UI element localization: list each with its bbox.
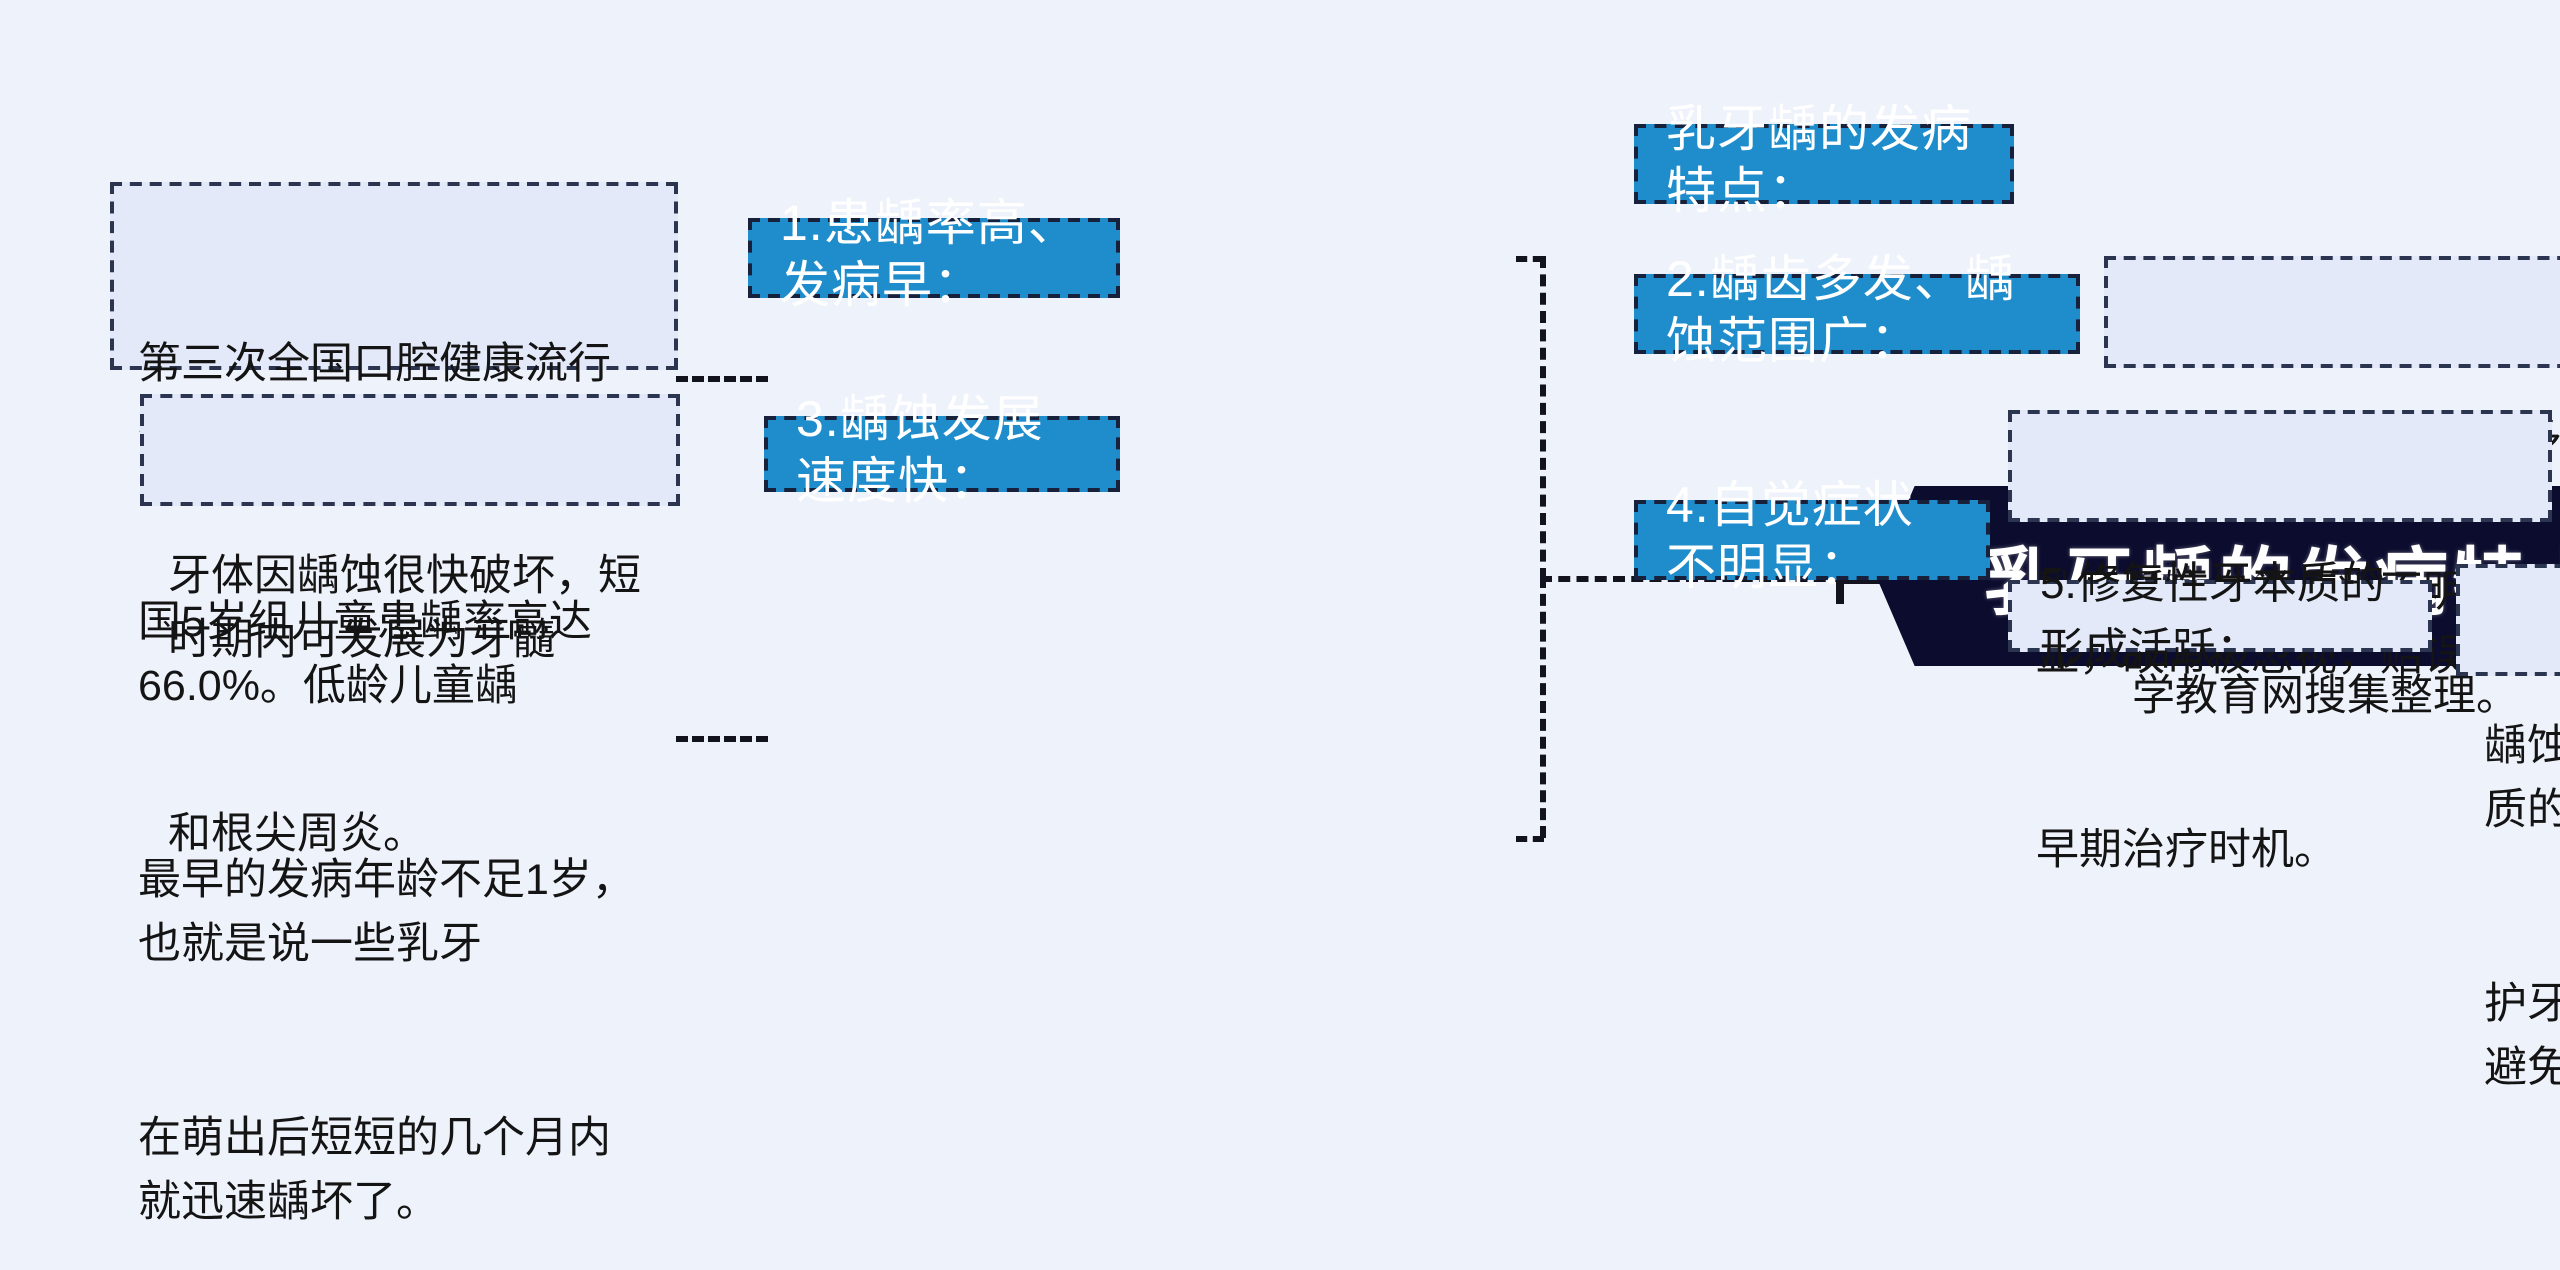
connector-left-spine-top bbox=[1516, 256, 1544, 262]
detail-box-topic-2: 多颗乳牙或一颗牙的多个牙面常同时患龋医 学教育网搜集整理。 bbox=[2104, 256, 2560, 719]
topic-node-3-label: 3.龋蚀发展速度快： bbox=[796, 391, 1044, 511]
topic-node-3[interactable]: 3.龋蚀发展速度快： bbox=[764, 392, 1120, 510]
detail-line: 和根尖周炎。 bbox=[168, 809, 427, 857]
detail-line: 护牙髓，防御细菌感染，避免露髓。 bbox=[2484, 979, 2560, 1092]
topic-node-1-label: 1.患龋率高、发病早： bbox=[780, 195, 1079, 315]
topic-node-title-label: 乳牙龋的发病特点： bbox=[1666, 101, 1973, 221]
connector-topic3-to-detail bbox=[676, 736, 768, 742]
detail-box-topic-4: 乳牙龋病自觉症状不明显，故常被忽视，贻误 早期治疗时机。 bbox=[2008, 410, 2552, 873]
topic-node-4[interactable]: 4.自觉症状不明显： bbox=[1634, 478, 1990, 596]
connector-center-left-stub bbox=[1840, 576, 1884, 584]
detail-box-topic-5: 龋蚀促使乳牙修复性牙本质的形成活跃，能保 护牙髓，防御细菌感染，避免露髓。 bbox=[2456, 564, 2560, 1092]
topic-node-title[interactable]: 乳牙龋的发病特点： bbox=[1634, 102, 2014, 220]
detail-line: 龋蚀促使乳牙修复性牙本质的形成活跃，能保 bbox=[2484, 721, 2560, 834]
detail-line: 早期治疗时机。 bbox=[2036, 825, 2338, 873]
topic-node-5[interactable]: 5.修复性牙本质的形成活跃： bbox=[2008, 558, 2432, 674]
topic-node-1[interactable]: 1.患龋率高、发病早： bbox=[748, 196, 1120, 314]
connector-topic1-to-detail bbox=[676, 376, 768, 382]
detail-line: 牙体因龋蚀很快破坏，短时期内可发展为牙髓 bbox=[168, 551, 642, 664]
topic-node-2[interactable]: 2.龋齿多发、龋蚀范围广： bbox=[1634, 252, 2080, 370]
connector-left-spine-bottom bbox=[1516, 836, 1544, 842]
topic-node-5-label: 5.修复性牙本质的形成活跃： bbox=[2040, 558, 2385, 674]
detail-box-topic-3: 牙体因龋蚀很快破坏，短时期内可发展为牙髓 和根尖周炎。 bbox=[140, 394, 680, 857]
detail-box-topic-1: 第三次全国口腔健康流行病学调查结果显示我 国5岁组儿童患龋率高达66.0%。低龄… bbox=[110, 182, 678, 1226]
connector-left-spine-lower bbox=[1540, 576, 1546, 838]
detail-line: 在萌出后短短的几个月内就迅速龋坏了。 bbox=[138, 1113, 612, 1226]
mindmap-canvas: 第三次全国口腔健康流行病学调查结果显示我 国5岁组儿童患龋率高达66.0%。低龄… bbox=[110, 101, 2560, 1226]
connector-left-spine bbox=[1540, 256, 1546, 580]
topic-node-4-label: 4.自觉症状不明显： bbox=[1666, 477, 1914, 597]
topic-node-2-label: 2.龋齿多发、龋蚀范围广： bbox=[1666, 251, 2016, 371]
